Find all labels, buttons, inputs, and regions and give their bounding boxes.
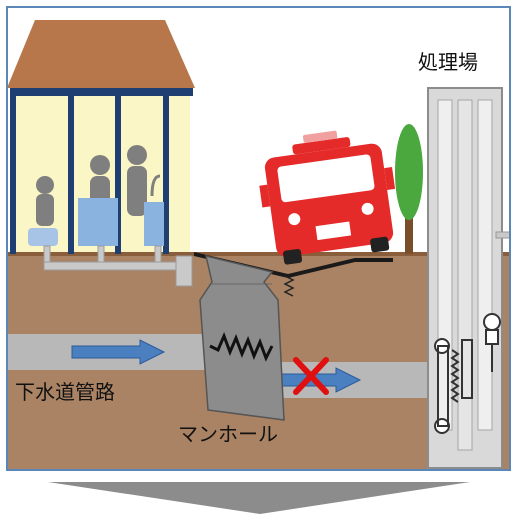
treatment-plant (427, 87, 511, 469)
treatment-plant-label: 処理場 (418, 50, 478, 74)
house-drain-pipe (43, 245, 193, 287)
person-icon (28, 176, 58, 246)
diagram-frame (6, 6, 511, 471)
screen-machine-icon (434, 313, 501, 434)
house-icon (7, 20, 195, 254)
crack-icon (283, 275, 295, 297)
person-icon (78, 155, 118, 246)
sewer-pipe-label: 下水道管路 (15, 380, 115, 404)
ground-surface (7, 252, 510, 256)
manhole-icon (199, 254, 285, 421)
manhole-label: マンホール (178, 422, 278, 446)
blocked-x-icon (293, 357, 329, 395)
tree-icon (395, 124, 423, 254)
person-icon (127, 145, 164, 246)
down-arrow-icon (48, 482, 470, 514)
fire-truck-icon (259, 130, 396, 265)
crack-icon (209, 331, 274, 362)
flow-arrow-icon (71, 339, 166, 365)
